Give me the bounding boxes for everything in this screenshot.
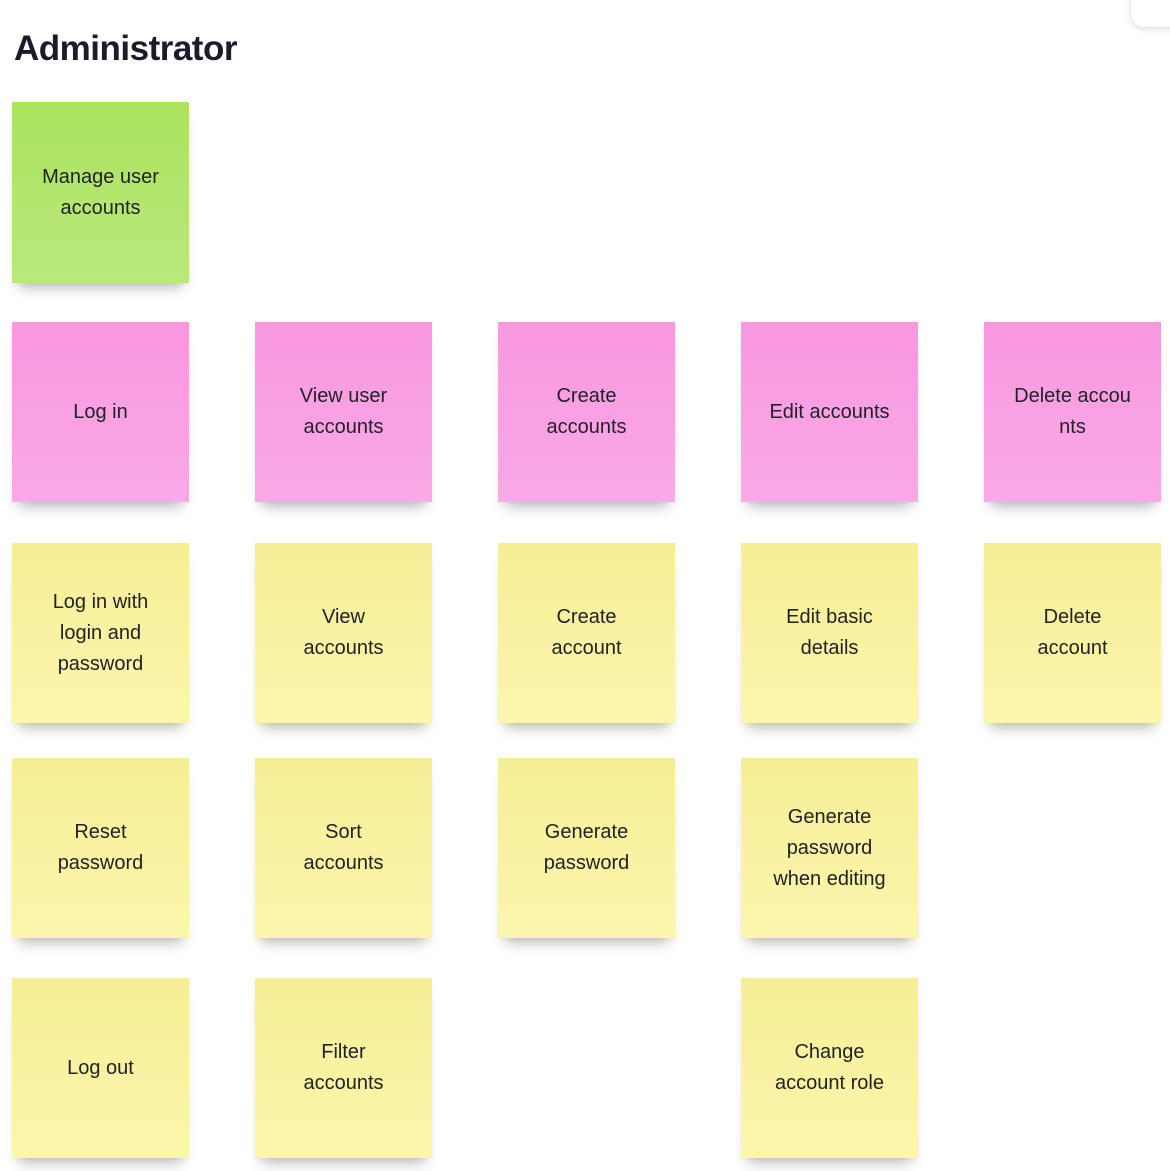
sticky-note-label: Delete account (1037, 606, 1108, 659)
sticky-note-change-account-role[interactable]: Change account role (741, 978, 918, 1158)
sticky-note-log-in[interactable]: Log in (12, 322, 189, 502)
sticky-note-label: Edit accounts (769, 400, 890, 423)
sticky-note-log-out[interactable]: Log out (12, 978, 189, 1158)
sticky-note-label: Generate password (543, 821, 630, 874)
sticky-note-label: Create accounts (546, 385, 627, 438)
sticky-note-filter-accounts[interactable]: Filter accounts (255, 978, 432, 1158)
sticky-note-label: Manage user accounts (42, 165, 159, 219)
sticky-note-delete-account[interactable]: Delete account (984, 543, 1161, 723)
sticky-note-label: Delete accou nts (1014, 385, 1131, 438)
sticky-note-label: Log out (67, 1056, 134, 1079)
sticky-note-label: Generate password when editing (773, 805, 886, 890)
sticky-note-label: Log in (73, 400, 128, 423)
sticky-note-label: View accounts (303, 606, 384, 659)
sticky-note-label: Create account (551, 606, 622, 659)
sticky-note-view-user-accounts[interactable]: View user accounts (255, 322, 432, 502)
sticky-note-manage-user-accounts[interactable]: Manage user accounts (12, 102, 189, 283)
sticky-note-label: Log in with login and password (52, 590, 149, 675)
sticky-note-label: Reset password (57, 821, 144, 874)
sticky-note-reset-password[interactable]: Reset password (12, 758, 189, 938)
sticky-note-log-in-with-login-password[interactable]: Log in with login and password (12, 543, 189, 723)
floating-panel-corner (1130, 0, 1170, 28)
sticky-note-label: Sort accounts (303, 821, 384, 874)
sticky-note-label: View user accounts (299, 385, 388, 438)
sticky-note-create-account[interactable]: Create account (498, 543, 675, 723)
sticky-note-generate-password-when-editing[interactable]: Generate password when editing (741, 758, 918, 938)
sticky-note-label: Edit basic details (786, 606, 873, 659)
sticky-note-label: Change account role (775, 1041, 884, 1094)
sticky-note-delete-accounts[interactable]: Delete accou nts (984, 322, 1161, 502)
sticky-note-create-accounts[interactable]: Create accounts (498, 322, 675, 502)
sticky-note-generate-password[interactable]: Generate password (498, 758, 675, 938)
sticky-note-edit-basic-details[interactable]: Edit basic details (741, 543, 918, 723)
sticky-note-view-accounts[interactable]: View accounts (255, 543, 432, 723)
sticky-note-label: Filter accounts (303, 1041, 384, 1094)
board-title: Administrator (14, 29, 237, 69)
sticky-note-sort-accounts[interactable]: Sort accounts (255, 758, 432, 938)
sticky-note-edit-accounts[interactable]: Edit accounts (741, 322, 918, 502)
